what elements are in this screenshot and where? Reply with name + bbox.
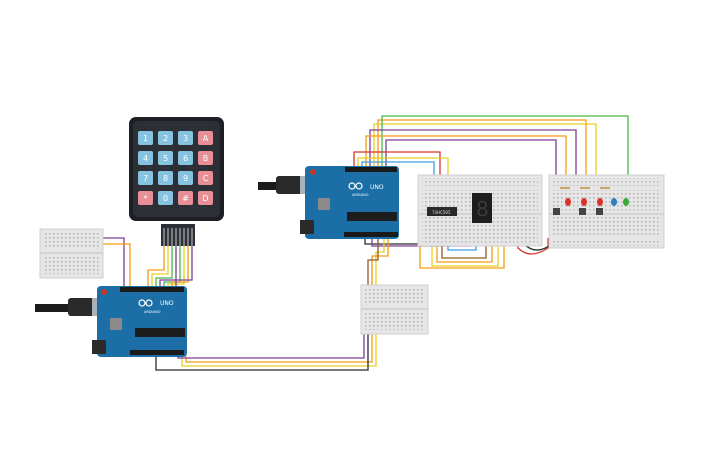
push-button-3[interactable]	[596, 208, 603, 215]
keypad-key-label: D	[202, 194, 208, 203]
led-red	[565, 198, 571, 206]
wire-orange-6	[185, 300, 373, 363]
push-button-1[interactable]	[553, 208, 560, 215]
header-bottom	[130, 350, 184, 355]
keypad-key-1-0[interactable]	[138, 151, 153, 165]
keypad-key-2-2[interactable]	[178, 171, 193, 185]
wire-red-2	[517, 238, 549, 255]
wire-keypad-7	[171, 246, 189, 286]
wire-orange-7	[100, 243, 131, 286]
keypad-key-label: C	[203, 174, 209, 183]
keypad-key-3-0[interactable]	[138, 191, 153, 205]
keypad-key-label: 0	[163, 194, 168, 203]
chip-atmega	[347, 212, 397, 221]
wire-purple-1	[369, 129, 577, 186]
wire-purple-4	[177, 296, 365, 359]
push-buttons[interactable]	[553, 208, 603, 215]
keypad-keys: 1 2 3 A 4 5 6 B 7 8 9 C * 0 # D	[138, 131, 213, 205]
wire-yellow-2	[357, 157, 449, 186]
header-top	[120, 287, 184, 292]
led-blue	[611, 198, 617, 206]
wire-blue-1	[361, 161, 435, 186]
push-button-2[interactable]	[579, 208, 586, 215]
keypad-key-0-1[interactable]	[158, 131, 173, 145]
keypad-key-0-2[interactable]	[178, 131, 193, 145]
led-red	[581, 198, 587, 206]
keypad-key-0-0[interactable]	[138, 131, 153, 145]
svg-text:8: 8	[476, 197, 489, 221]
center-small-breadboard[interactable]	[360, 284, 429, 335]
wire-yellow-5	[181, 296, 377, 367]
infinity-logo	[348, 182, 363, 190]
keypad-key-label: 1	[143, 134, 148, 143]
wire-orange-5	[371, 238, 389, 296]
keypad-key-label: 4	[143, 154, 148, 163]
wire-green-1	[381, 115, 629, 186]
keypad-key-label: 9	[183, 174, 188, 183]
seven-segment-display: 8	[472, 193, 492, 223]
wire-orange-1	[377, 119, 587, 186]
keypad-key-3-2[interactable]	[178, 191, 193, 205]
keypad-key-label: 2	[163, 134, 168, 143]
keypad-key-label: #	[182, 194, 189, 203]
shift-register-chip: 74HC595	[427, 207, 457, 216]
keypad-key-0-3[interactable]	[198, 131, 213, 145]
reset-button[interactable]	[310, 169, 316, 175]
keypad-key-label: B	[203, 154, 209, 163]
infinity-logo	[138, 299, 153, 307]
keypad-key-2-1[interactable]	[158, 171, 173, 185]
keypad-key-2-0[interactable]	[138, 171, 153, 185]
wire-keypad-3	[155, 246, 173, 286]
arduino-label: ARDUINO	[144, 310, 161, 314]
wire-purple-5	[100, 237, 125, 286]
keypad-key-3-3[interactable]	[198, 191, 213, 205]
led-red	[597, 198, 603, 206]
uno-logo: UNO	[370, 184, 384, 191]
display-breadboard[interactable]	[417, 174, 543, 247]
header-bottom	[344, 232, 398, 237]
wire-keypad-2	[151, 246, 169, 286]
uno-logo: UNO	[160, 300, 174, 307]
keypad-key-label: 8	[163, 174, 168, 183]
keypad-key-label: 6	[183, 154, 188, 163]
wire-brown-2	[367, 238, 379, 300]
chip-atmega	[135, 328, 185, 337]
keypad-key-1-1[interactable]	[158, 151, 173, 165]
led-breadboard[interactable]	[548, 174, 665, 249]
led-row	[565, 198, 629, 206]
svg-text:74HC595: 74HC595	[432, 210, 451, 215]
led-green	[623, 198, 629, 206]
wire-keypad-4	[159, 246, 177, 286]
keypad[interactable]: 1 2 3 A 4 5 6 B 7 8 9 C * 0 # D	[129, 117, 224, 246]
wire-keypad-1	[147, 246, 165, 286]
usb-cable-right	[258, 182, 282, 190]
header-top	[345, 167, 397, 172]
wire-yellow-4	[375, 238, 385, 292]
arduino-label: ARDUINO	[352, 193, 369, 197]
keypad-key-3-1[interactable]	[158, 191, 173, 205]
keypad-key-label: 5	[163, 154, 168, 163]
wire-purple-2	[385, 139, 557, 196]
keypad-pins	[163, 228, 193, 246]
wire-yellow-1	[373, 123, 597, 186]
wire-red-1	[353, 151, 441, 186]
left-arduino-uno[interactable]: UNO ARDUINO	[35, 286, 187, 357]
keypad-key-label: 7	[143, 174, 148, 183]
keypad-key-1-3[interactable]	[198, 151, 213, 165]
usb-cable-left	[35, 304, 75, 312]
keypad-key-label: *	[144, 194, 148, 203]
keypad-key-label: 3	[183, 134, 188, 143]
reset-button[interactable]	[101, 289, 107, 295]
left-small-breadboard[interactable]	[39, 228, 104, 279]
keypad-key-1-2[interactable]	[178, 151, 193, 165]
keypad-connector	[161, 224, 195, 246]
keypad-key-label: A	[203, 134, 209, 143]
keypad-key-2-3[interactable]	[198, 171, 213, 185]
wire-keypad-8	[175, 246, 193, 286]
wire-black-3	[155, 304, 369, 371]
right-arduino-uno[interactable]: UNO ARDUINO	[258, 166, 399, 239]
